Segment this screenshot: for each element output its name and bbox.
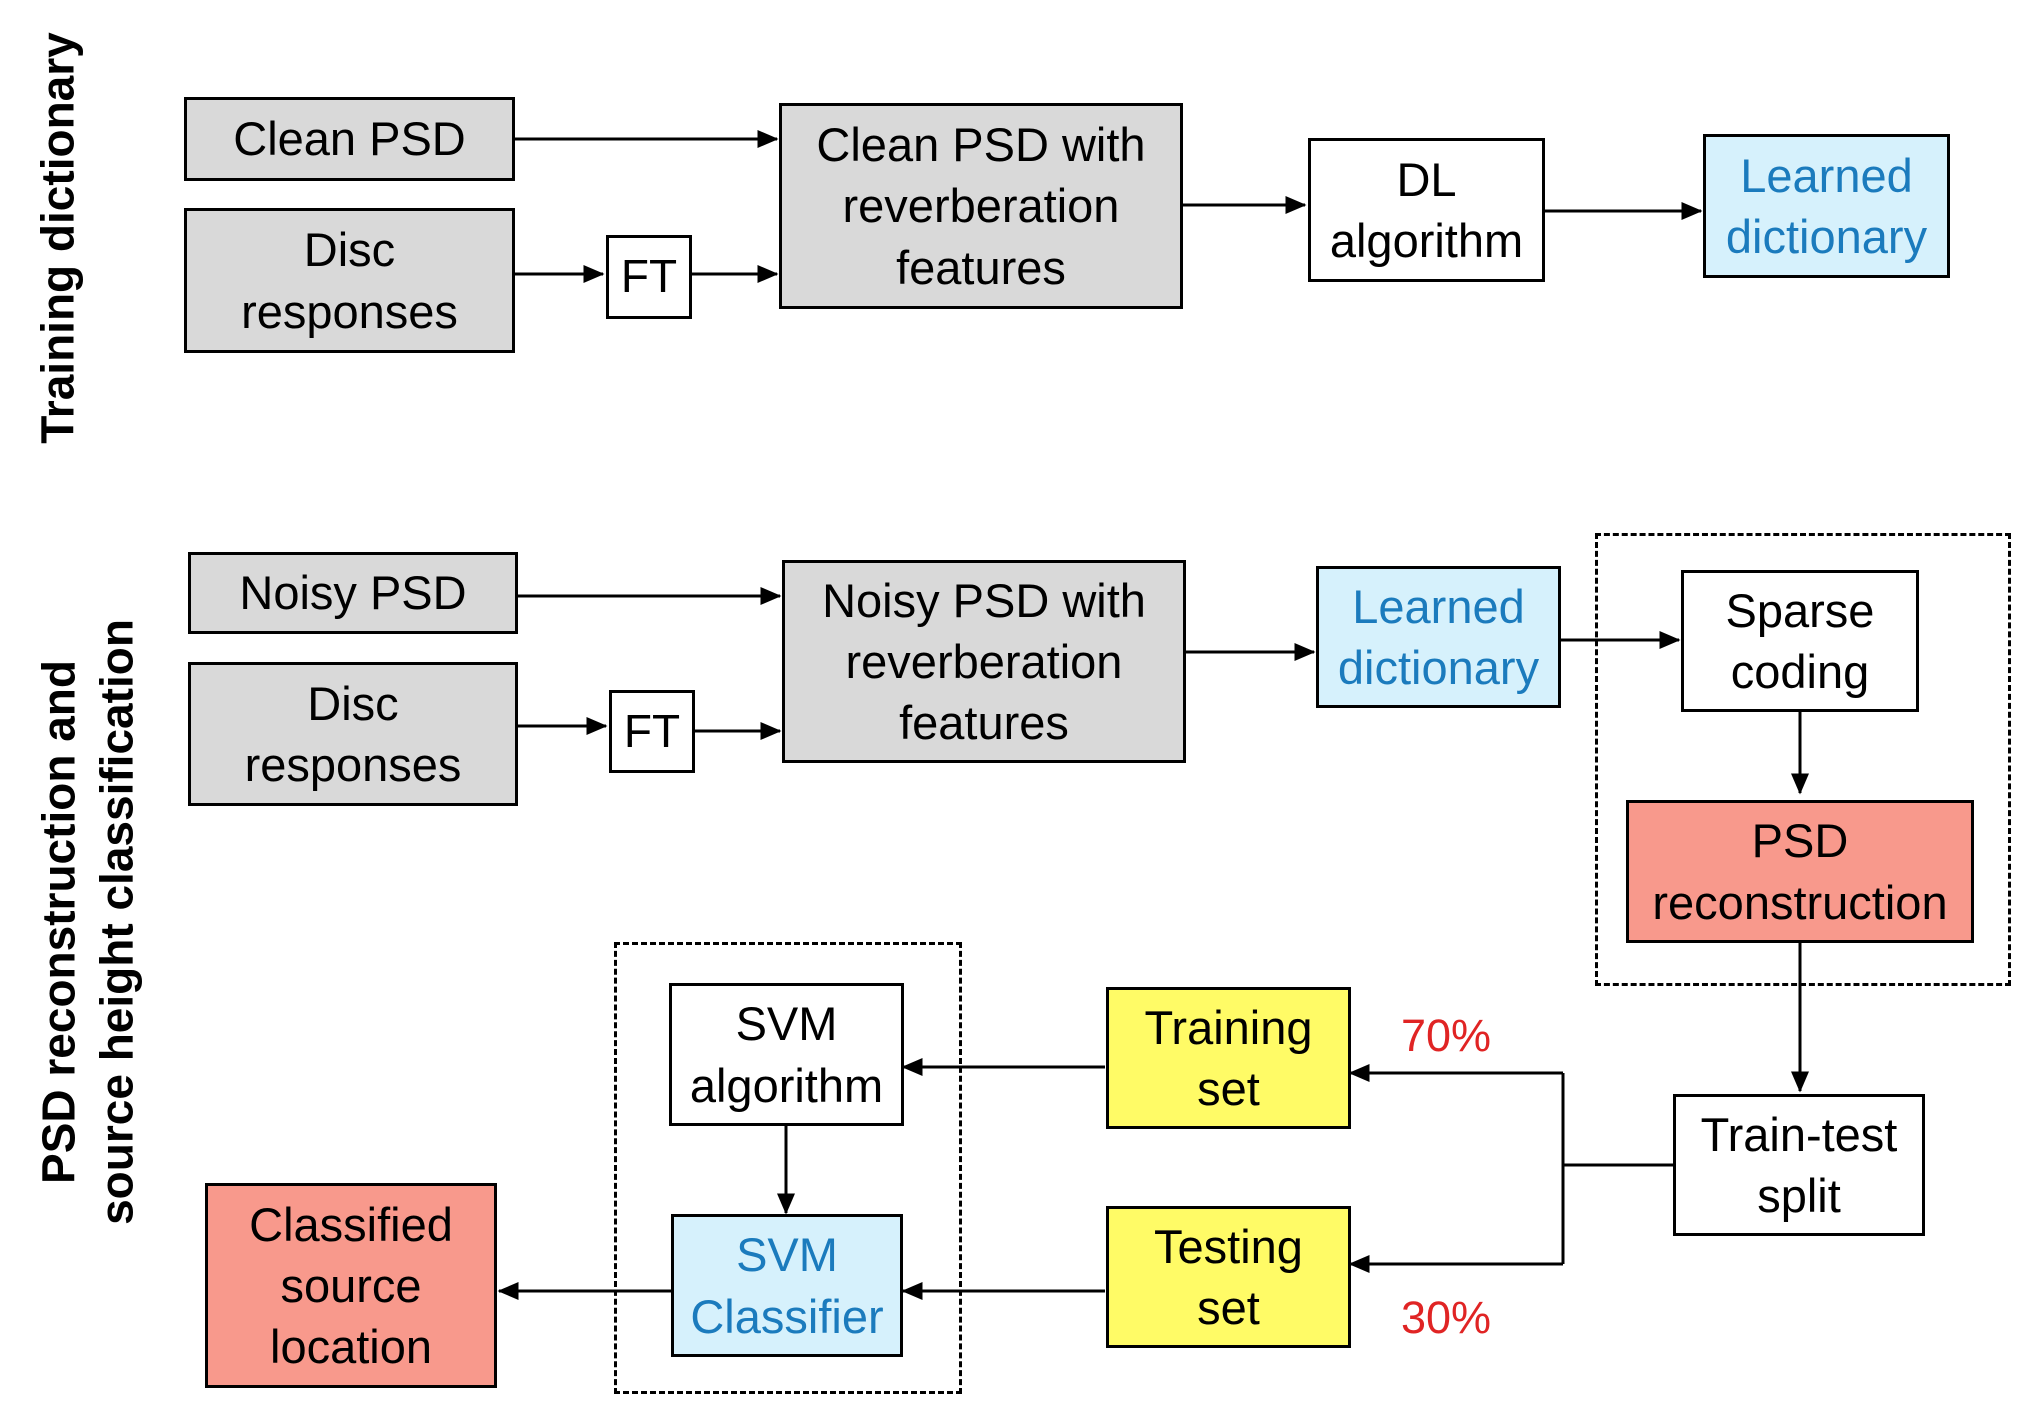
section-label-classification: PSD reconstruction and source height cla…	[31, 619, 146, 1225]
svm-classifier-box: SVM Classifier	[671, 1214, 903, 1357]
training-percent-label: 70%	[1401, 1010, 1492, 1061]
clean-psd-box: Clean PSD	[184, 97, 515, 181]
section-label-training: Training dictionary	[31, 32, 84, 444]
noisy-psd-box: Noisy PSD	[188, 552, 518, 634]
disc-responses-box-mid: Disc responses	[188, 662, 518, 806]
clean-psd-features-box: Clean PSD with reverberation features	[779, 103, 1183, 309]
noisy-psd-features-box: Noisy PSD with reverberation features	[782, 560, 1186, 763]
section-label-classification-line1: PSD reconstruction and	[32, 660, 85, 1184]
training-set-box: Training set	[1106, 987, 1351, 1129]
classified-location-box: Classified source location	[205, 1183, 497, 1388]
svm-algorithm-box: SVM algorithm	[669, 983, 904, 1126]
sparse-coding-box: Sparse coding	[1681, 570, 1919, 712]
testing-set-box: Testing set	[1106, 1206, 1351, 1348]
learned-dictionary-box-mid: Learned dictionary	[1316, 566, 1561, 708]
ft-box-mid: FT	[609, 690, 695, 773]
testing-percent-label: 30%	[1401, 1292, 1492, 1343]
ft-box-top: FT	[606, 235, 692, 319]
svm-group-frame	[614, 942, 962, 1394]
dl-algorithm-box: DL algorithm	[1308, 138, 1545, 282]
section-label-classification-line2: source height classification	[90, 619, 142, 1225]
learned-dictionary-box-top: Learned dictionary	[1703, 134, 1950, 278]
psd-reconstruction-box: PSD reconstruction	[1626, 800, 1974, 943]
reconstruction-group-frame	[1595, 533, 2011, 986]
disc-responses-box-top: Disc responses	[184, 208, 515, 353]
train-test-split-box: Train-test split	[1673, 1094, 1925, 1236]
